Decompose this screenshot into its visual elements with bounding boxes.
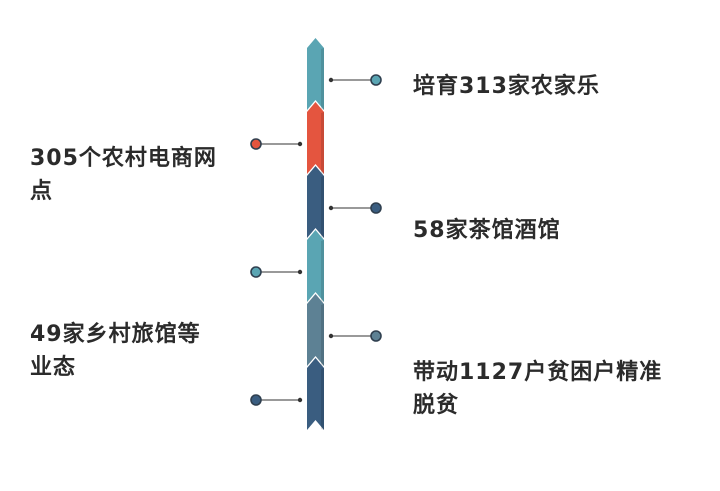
milestone-label-farmhouses: 培育313家农家乐 bbox=[413, 74, 600, 99]
timeline-segment-1 bbox=[307, 38, 324, 110]
timeline-segment-shade-3 bbox=[321, 176, 324, 238]
connector-dot-3 bbox=[328, 205, 334, 211]
connector-pin-1 bbox=[370, 74, 382, 86]
milestone-label-ecommerce-points: 305个农村电商网 点 bbox=[30, 146, 217, 204]
timeline-segment-shade-4 bbox=[321, 240, 324, 302]
timeline-segment-shade-5 bbox=[321, 304, 324, 366]
timeline-segment-6 bbox=[307, 358, 324, 430]
connector-pin-5 bbox=[370, 330, 382, 342]
timeline-segment-3 bbox=[307, 166, 324, 238]
connector-pin-6 bbox=[250, 394, 262, 406]
connector-pin-4 bbox=[250, 266, 262, 278]
timeline-segment-shade-2 bbox=[321, 112, 324, 174]
connector-pin-2 bbox=[250, 138, 262, 150]
connector-dot-2 bbox=[297, 141, 303, 147]
milestone-label-rural-inns: 49家乡村旅馆等 业态 bbox=[30, 322, 201, 380]
milestone-label-teahouses: 58家茶馆酒馆 bbox=[413, 218, 561, 243]
timeline-segment-shade-6 bbox=[321, 368, 324, 430]
connector-dot-6 bbox=[297, 397, 303, 403]
milestone-label-poverty-relief: 带动1127户贫困户精准 脱贫 bbox=[413, 360, 663, 418]
connector-dot-5 bbox=[328, 333, 334, 339]
connector-pin-3 bbox=[370, 202, 382, 214]
timeline-segment-2 bbox=[307, 102, 324, 174]
timeline-segment-shade-1 bbox=[321, 48, 324, 110]
timeline-segment-4 bbox=[307, 230, 324, 302]
timeline-segment-5 bbox=[307, 294, 324, 366]
connector-dot-1 bbox=[328, 77, 334, 83]
connector-dot-4 bbox=[297, 269, 303, 275]
